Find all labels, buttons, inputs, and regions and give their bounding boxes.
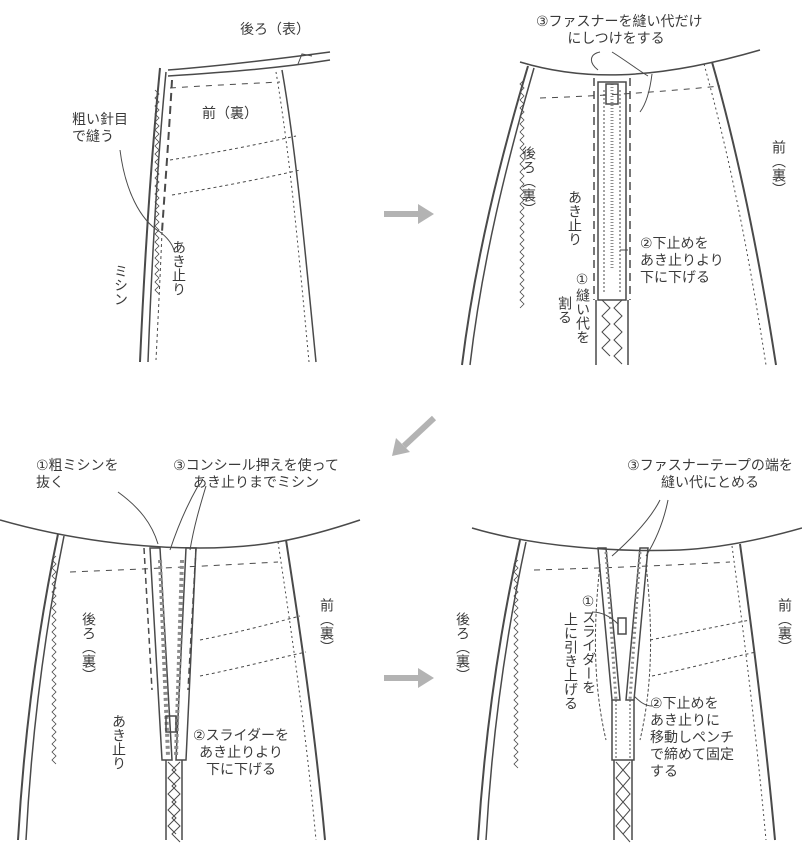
- skirt-right-edge: [281, 69, 317, 363]
- right-arrow: [384, 204, 434, 224]
- label-opening-end: あき止り: [170, 240, 186, 296]
- zipper-right-tape: [175, 547, 197, 761]
- panel-2-drawing: [461, 49, 777, 366]
- label-step3-baste-zipper: ③ファスナーを縫い代だけ にしつけをする: [536, 14, 703, 47]
- label-step2-lower-slider: ②スライダーを あき止りより 下に下げる: [193, 728, 289, 778]
- label-step1-raise-slider-2: 上に引き上げる: [562, 612, 578, 710]
- back-fabric-edge: [167, 51, 331, 71]
- zigzag-left: [154, 89, 160, 295]
- label-front-inside: 前（裏）: [318, 598, 334, 654]
- label-step1-raise-slider: ①スライダーを: [580, 594, 596, 694]
- label-back-inside: 後ろ（裏）: [80, 612, 96, 682]
- label-step1-open-seam-2: 割る: [556, 296, 572, 324]
- waist-curve: [519, 49, 761, 76]
- label-front-inside: 前（裏）: [770, 140, 786, 196]
- panel-3-drawing: [0, 485, 361, 843]
- zipper-left-tape: [149, 547, 173, 761]
- right-arrow: [384, 668, 434, 688]
- label-back-inside: 後ろ（裏）: [520, 146, 536, 216]
- label-opening-end: あき止り: [566, 190, 582, 246]
- label-step2-lower-stop: ②下止めを あき止りより 下に下げる: [640, 236, 724, 286]
- panel-4-drawing: [471, 499, 802, 843]
- label-basting: 粗い針目 で縫う: [72, 112, 128, 145]
- label-back-inside: 後ろ（裏）: [454, 612, 470, 682]
- label-step1-open-seam: ①縫い代を: [574, 272, 590, 344]
- label-front-inside: 前（裏）: [776, 598, 792, 654]
- label-back-outside: 後ろ（表）: [240, 22, 310, 38]
- label-machine-stitch: ミシン: [112, 264, 128, 306]
- label-front-inside: 前（裏）: [202, 106, 258, 122]
- label-step3-concealed-foot: ③コンシール押えを使って あき止りまでミシン: [173, 458, 339, 491]
- panel-1-drawing: [119, 51, 331, 363]
- down-left-arrow: [392, 415, 437, 456]
- label-step2-fix-stop: ②下止めを あき止りに 移動しペンチ で締めて固定 する: [650, 696, 734, 780]
- label-step1-remove-basting: ①粗ミシンを 抜く: [36, 458, 119, 491]
- skirt-left-edge: [139, 67, 161, 363]
- zipper-tape: [597, 81, 627, 301]
- label-step3-fasten-tape: ③ファスナーテープの端を 縫い代にとめる: [627, 458, 793, 491]
- label-opening-end: あき止り: [110, 714, 126, 770]
